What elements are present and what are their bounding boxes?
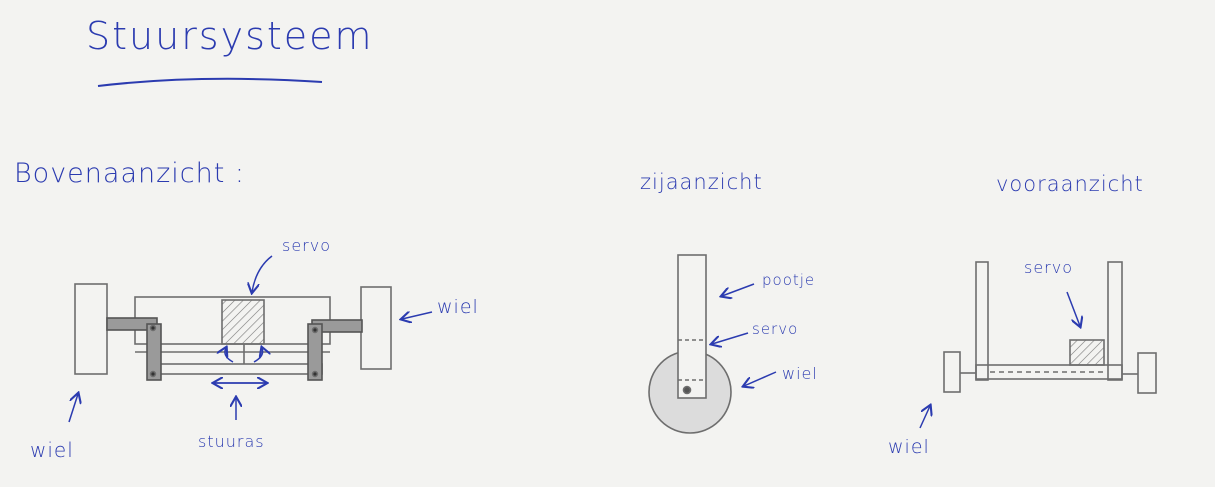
label-wiel-side: wiel xyxy=(782,364,818,383)
label-stuuras: stuuras xyxy=(198,432,265,451)
front-servo xyxy=(1069,339,1105,366)
front-right-wheel xyxy=(1137,352,1157,394)
side-view-drawing xyxy=(648,254,732,434)
label-wiel-top-right: wiel xyxy=(437,296,479,318)
label-servo-side: servo xyxy=(752,320,799,338)
front-left-post xyxy=(975,261,989,381)
label-wiel-front: wiel xyxy=(888,436,930,458)
front-view-heading: vooraanzicht xyxy=(996,172,1144,196)
left-arm-v xyxy=(146,323,162,381)
front-view-arrows xyxy=(919,291,1080,429)
steering-axle xyxy=(151,363,323,375)
side-view-heading: zijaanzicht xyxy=(640,170,763,194)
front-right-post xyxy=(1107,261,1123,381)
front-view-drawing xyxy=(943,261,1157,394)
title-underline xyxy=(97,77,323,87)
top-view-arrows xyxy=(68,255,433,423)
top-view-drawing xyxy=(74,283,392,381)
page-title: Stuursysteem xyxy=(86,14,374,58)
servo-block xyxy=(221,299,265,345)
side-view-arrows xyxy=(712,283,777,386)
front-left-wheel xyxy=(943,351,961,393)
front-base xyxy=(975,364,1123,380)
right-arm-v xyxy=(307,323,323,381)
label-servo-front: servo xyxy=(1024,258,1074,277)
right-wheel xyxy=(360,286,392,370)
left-wheel xyxy=(74,283,108,375)
side-leg xyxy=(677,254,707,399)
top-view-heading: Bovenaanzicht : xyxy=(14,158,245,189)
label-wiel-top-left: wiel xyxy=(30,438,74,462)
label-pootje: pootje xyxy=(762,271,816,289)
label-servo-top: servo xyxy=(282,236,332,255)
